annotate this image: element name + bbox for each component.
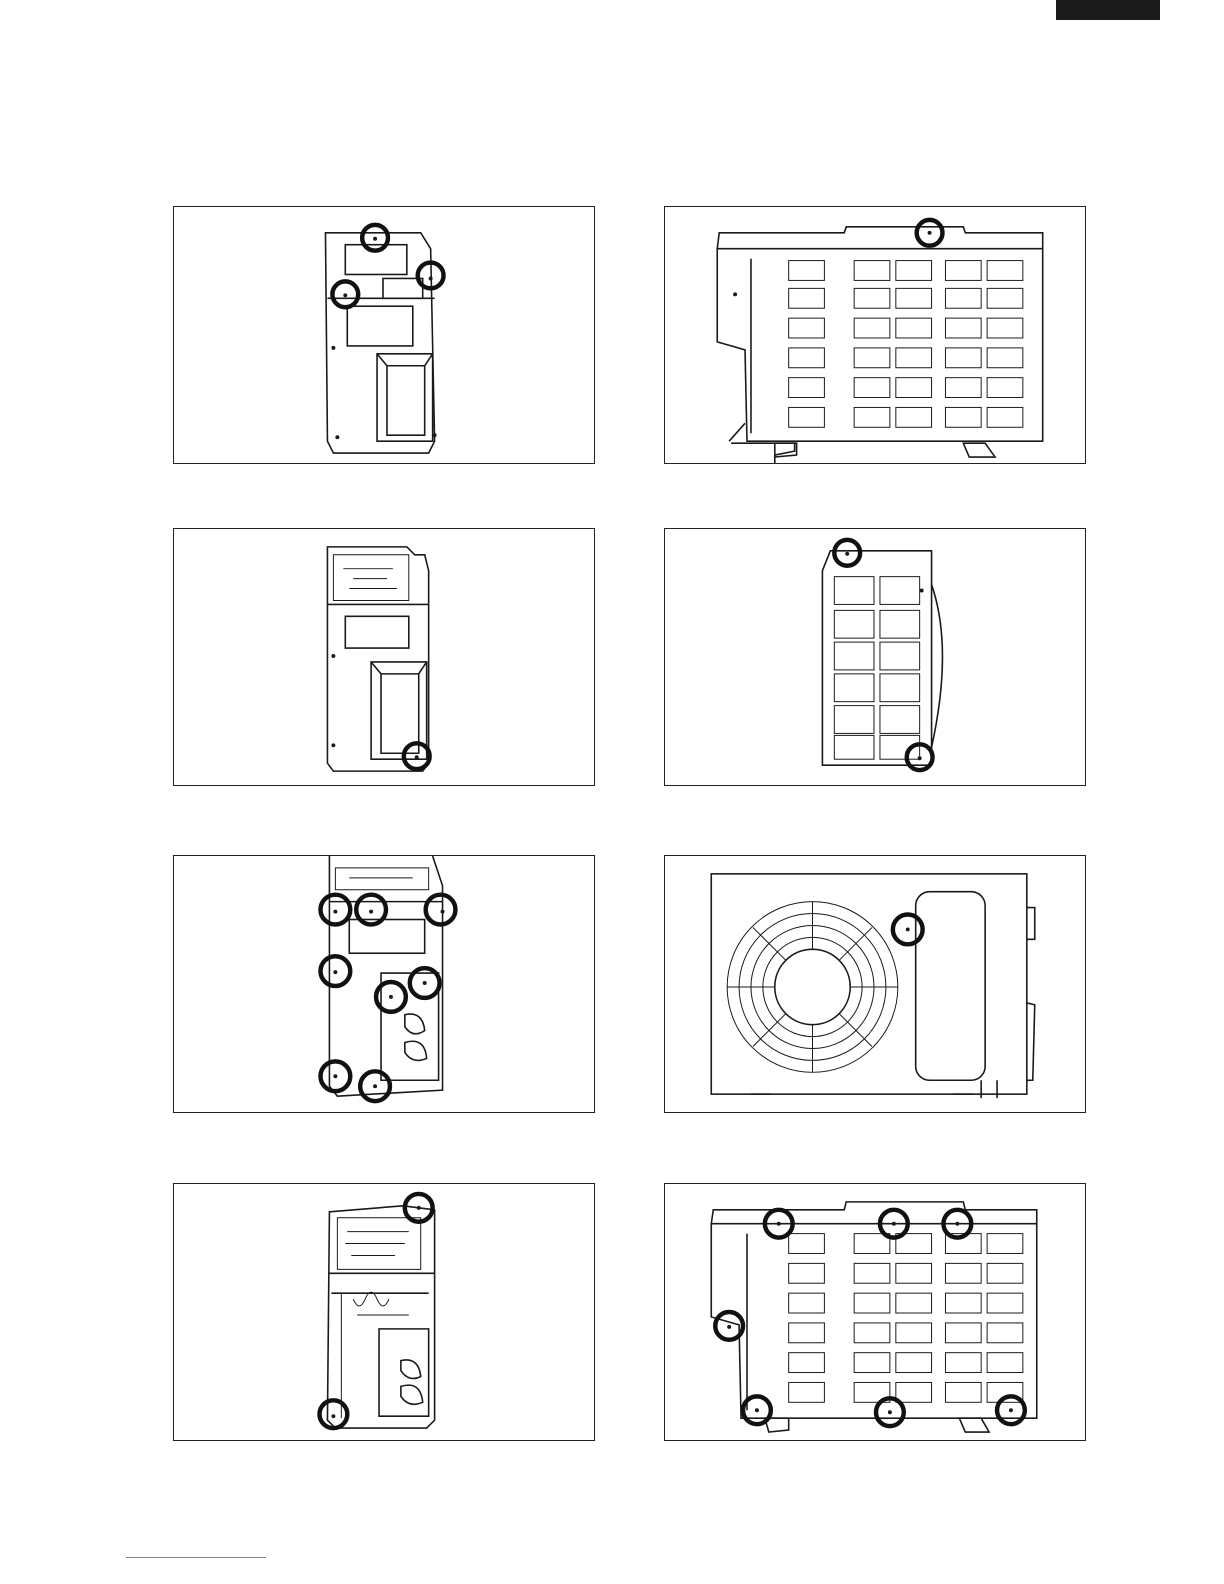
screw-marker bbox=[426, 895, 456, 925]
footer-rule bbox=[126, 1557, 266, 1558]
fan-guard-grid bbox=[727, 902, 898, 1073]
control-box-illustration bbox=[174, 529, 594, 785]
figure-control-box bbox=[173, 528, 595, 786]
top-panel-illustration bbox=[665, 207, 1085, 463]
internal-side-illustration bbox=[174, 1184, 594, 1440]
rear-panel-illustration bbox=[665, 1184, 1085, 1440]
figure-valve-side bbox=[173, 855, 595, 1113]
page-corner-tab bbox=[1056, 0, 1160, 20]
grille-illustration bbox=[665, 529, 1085, 785]
figure-rear-panel bbox=[664, 1183, 1086, 1441]
grille-slots bbox=[789, 1234, 1023, 1403]
figure-side-panel bbox=[173, 206, 595, 464]
figure-grille bbox=[664, 528, 1086, 786]
screw-marker bbox=[320, 1400, 348, 1428]
grille-slots bbox=[834, 577, 919, 760]
figure-internal-side bbox=[173, 1183, 595, 1441]
grille-slots bbox=[789, 261, 1023, 428]
valve-side-illustration bbox=[174, 856, 594, 1112]
figure-top-panel bbox=[664, 206, 1086, 464]
side-panel-illustration bbox=[174, 207, 594, 463]
figure-fan-guard bbox=[664, 855, 1086, 1113]
fan-guard-illustration bbox=[665, 856, 1085, 1112]
